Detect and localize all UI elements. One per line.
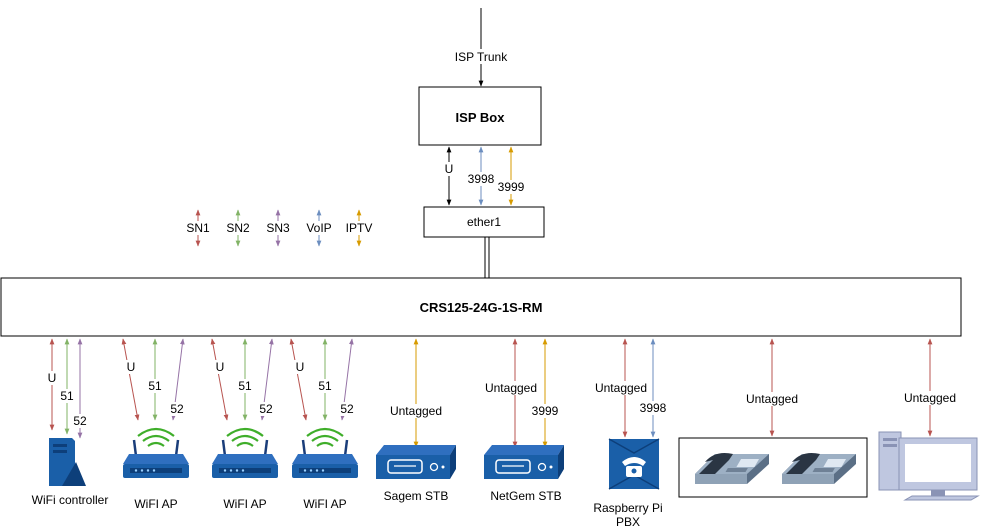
pbx-label-line2: PBX [616, 515, 640, 529]
pc-untagged-label: Untagged [904, 391, 956, 405]
isp-iptv-label: 3999 [498, 180, 525, 194]
legend-voip-label: VoIP [306, 221, 331, 235]
ap2-u-label: U [216, 360, 225, 374]
isp-trunk-label-bg [462, 49, 508, 64]
ap1-51-bg [147, 379, 163, 393]
netgem-stb-icon[interactable] [483, 444, 565, 480]
ap3-52-bg [339, 402, 355, 416]
ap1-router-icon[interactable] [121, 427, 191, 480]
pc-untagged-bg [902, 391, 958, 405]
ether1-box[interactable] [423, 206, 545, 238]
ap2-51-label: 51 [238, 379, 252, 393]
wifi-controller-52-bg [72, 414, 88, 428]
isp-u-label: U [445, 162, 454, 176]
ap2-router-icon[interactable] [210, 427, 280, 480]
ap1-52-label: 52 [170, 402, 184, 416]
legend-sn2-bg [226, 221, 250, 235]
pbx-3998-bg [639, 401, 667, 415]
ap3-router-icon[interactable] [290, 427, 360, 480]
legend-sn3-label: SN3 [266, 221, 290, 235]
wifi-controller-52-label: 52 [73, 414, 87, 428]
ap2-51-bg [237, 379, 253, 393]
switch-label: CRS125-24G-1S-RM [420, 300, 543, 315]
ap1-u-bg [125, 360, 137, 374]
phones-untagged-label: Untagged [746, 392, 798, 406]
ether1-label: ether1 [467, 215, 501, 229]
phones-untagged-bg [744, 392, 800, 406]
sagem-stb-icon[interactable] [375, 444, 457, 480]
ap3-sn1-link [289, 338, 308, 421]
sagem-untagged-label: Untagged [390, 404, 442, 418]
isp-box[interactable] [418, 86, 542, 146]
sagem-stb-label: Sagem STB [384, 489, 449, 503]
ap1-51-label: 51 [148, 379, 162, 393]
desktop-pc-icon[interactable] [878, 431, 980, 501]
ap1-u-label: U [127, 360, 136, 374]
netgem-3999-label: 3999 [532, 404, 559, 418]
ap3-label: WiFI AP [303, 497, 346, 511]
legend-sn1-bg [186, 221, 210, 235]
wifi-controller-51-bg [59, 389, 75, 403]
ap3-51-label: 51 [318, 379, 332, 393]
sagem-untagged-bg [388, 404, 444, 418]
legend-iptv-bg [344, 221, 374, 235]
wifi-controller-51-label: 51 [60, 389, 74, 403]
isp-voip-label: 3998 [468, 172, 495, 186]
netgem-untagged-bg [486, 381, 542, 395]
isp-box-label: ISP Box [456, 110, 506, 125]
netgem-stb-label: NetGem STB [490, 489, 561, 503]
pbx-untagged-bg [594, 381, 650, 395]
wifi-controller-u-bg [46, 371, 58, 385]
ap3-52-label: 52 [340, 402, 354, 416]
legend-sn2-label: SN2 [226, 221, 250, 235]
ap2-u-bg [214, 360, 226, 374]
u-label-bg [444, 162, 454, 176]
ap2-52-label: 52 [259, 402, 273, 416]
legend: SN1 SN2 SN3 VoIP IPTV [186, 209, 374, 247]
legend-voip-bg [305, 221, 333, 235]
switch-box[interactable] [0, 277, 962, 337]
ap3-51-bg [317, 379, 333, 393]
ap2-label: WiFI AP [223, 497, 266, 511]
pbx-3998-label: 3998 [640, 401, 667, 415]
legend-sn1-label: SN1 [186, 221, 210, 235]
ap1-label: WiFI AP [134, 497, 177, 511]
pbx-icon[interactable] [608, 438, 660, 490]
iptv-label-bg [497, 180, 525, 194]
ap1-sn1-link [121, 338, 140, 421]
wifi-controller-label: WiFi controller [32, 493, 109, 507]
legend-iptv-label: IPTV [346, 221, 373, 235]
ap2-sn1-link [210, 338, 229, 421]
wifi-controller-icon[interactable] [49, 438, 86, 486]
netgem-3999-bg [531, 404, 559, 418]
netgem-untagged-label: Untagged [485, 381, 537, 395]
voip-label-bg [468, 172, 494, 186]
ap3-u-label: U [296, 360, 305, 374]
ap3-u-bg [294, 360, 306, 374]
isp-trunk-label: ISP Trunk [455, 50, 508, 64]
wifi-controller-u-label: U [48, 371, 57, 385]
ap2-52-bg [258, 402, 274, 416]
pbx-label-line1: Raspberry Pi [593, 501, 662, 515]
ap1-52-bg [169, 402, 185, 416]
legend-sn3-bg [266, 221, 290, 235]
pbx-untagged-label: Untagged [595, 381, 647, 395]
